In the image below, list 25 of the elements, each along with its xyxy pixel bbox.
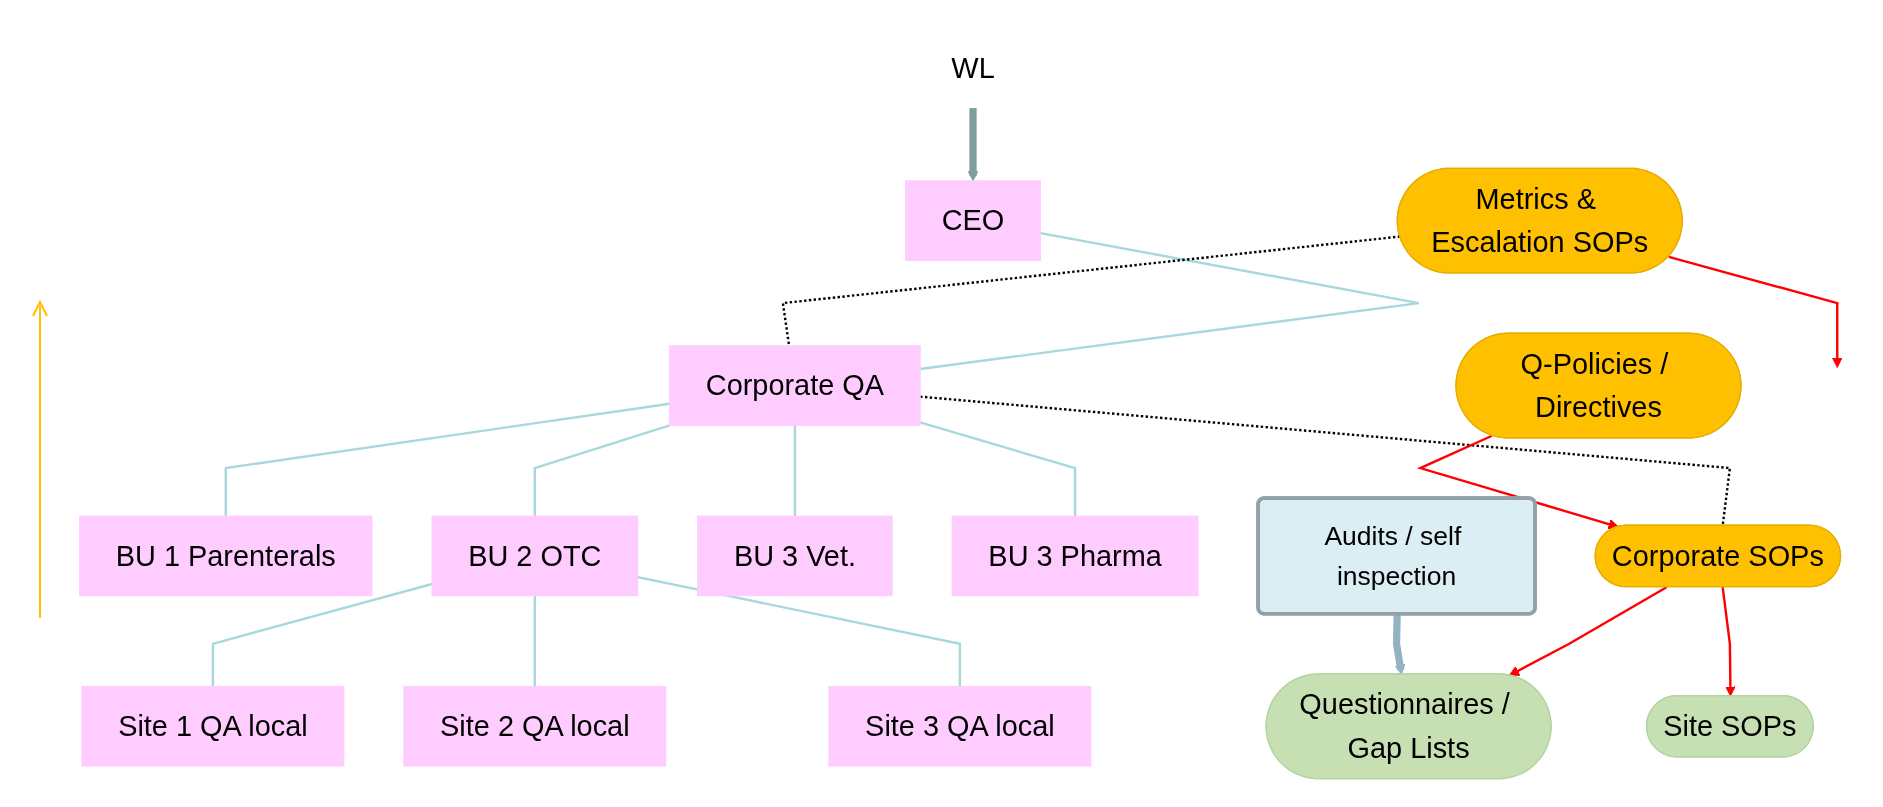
node-box: Site 1 QA local	[81, 685, 345, 767]
arrow	[967, 107, 979, 182]
node-box: BU 3 Pharma	[951, 515, 1199, 597]
connector	[211, 582, 433, 687]
connector	[637, 575, 962, 687]
node-box: CEO	[905, 180, 1042, 261]
node-box: Site 3 QA local	[828, 685, 1092, 767]
arrow	[1392, 614, 1406, 675]
arrow	[1508, 586, 1668, 676]
node-box: Site 2 QA local	[403, 685, 667, 767]
connector	[224, 402, 670, 517]
node-box: Corporate QA	[669, 345, 921, 426]
arrow	[1416, 434, 1619, 530]
connector	[533, 424, 671, 517]
connector	[920, 395, 1732, 526]
node-box: BU 1 Parenterals	[79, 515, 373, 597]
node-box: BU 3 Vet.	[697, 515, 893, 597]
arrow	[1668, 255, 1843, 368]
connector	[920, 231, 1421, 371]
node-text: WL	[951, 51, 995, 84]
connector	[919, 421, 1077, 517]
arrow	[1721, 586, 1736, 697]
connector	[533, 595, 537, 687]
node-box: BU 2 OTC	[431, 515, 639, 597]
connector	[793, 425, 797, 517]
